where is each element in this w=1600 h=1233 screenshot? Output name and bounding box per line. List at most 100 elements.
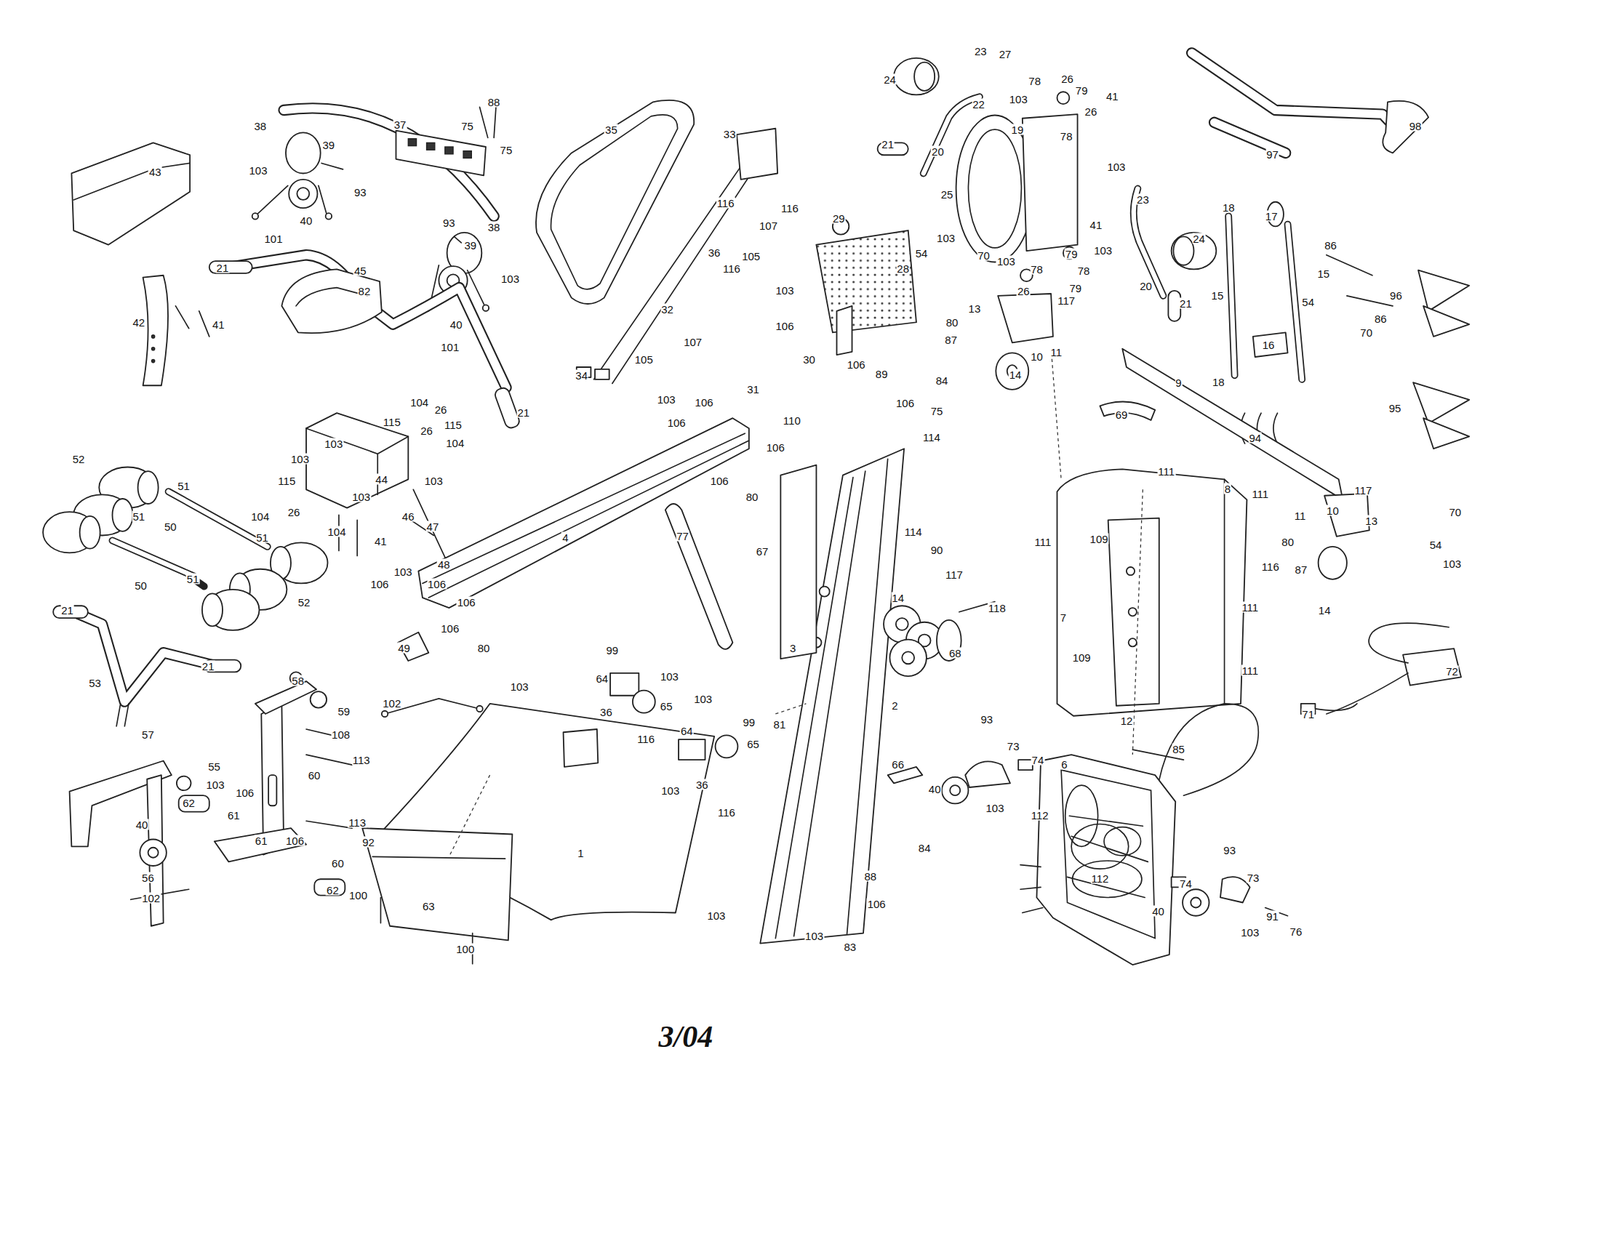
callout-number: 95	[1388, 402, 1403, 414]
callout-number: 45	[353, 264, 368, 276]
callout-number: 111	[1157, 466, 1176, 478]
belt	[1192, 53, 1429, 153]
callout-number: 83	[842, 941, 857, 953]
press-bar	[408, 138, 416, 147]
callout-number: 116	[722, 263, 742, 275]
upright	[665, 504, 734, 650]
pad-post	[143, 275, 168, 387]
resistance-unit	[1159, 704, 1259, 796]
callout-number: 72	[1445, 666, 1459, 678]
callout-number: 3	[789, 642, 797, 654]
rear-shroud	[1128, 608, 1137, 616]
callout-number: 103	[509, 681, 530, 693]
upright	[665, 448, 904, 944]
callout-number: 14	[890, 592, 905, 604]
callout-number: 58	[290, 674, 305, 686]
callout-number: 11	[1293, 509, 1307, 521]
callout-number: 73	[1006, 740, 1021, 752]
callout-number: 106	[426, 578, 447, 590]
seat-carriage	[338, 489, 450, 566]
callout-number: 48	[437, 558, 451, 570]
resistance-unit	[1061, 770, 1155, 939]
callout-number: 103	[804, 930, 824, 942]
callout-number: 106	[666, 416, 687, 428]
callout-number: 52	[72, 453, 86, 465]
callout-number: 103	[706, 909, 726, 921]
callout-number: 26	[1084, 105, 1099, 117]
press-bar	[480, 106, 496, 138]
callout-number: 65	[746, 738, 760, 750]
callout-number: 74	[1178, 878, 1193, 890]
arm-assembly	[995, 352, 1029, 390]
leg-bar	[116, 704, 129, 727]
callout-number: 104	[445, 437, 465, 448]
callout-number: 41	[211, 319, 226, 331]
press-bar	[395, 130, 486, 176]
upright	[760, 448, 904, 944]
resistance-unit	[965, 761, 1011, 788]
roller-pad	[138, 471, 159, 504]
callout-number: 66	[890, 758, 905, 770]
callout-number: 36	[599, 706, 614, 718]
resistance-unit	[941, 704, 1288, 966]
callout-number: 81	[773, 719, 787, 731]
callout-number: 21	[880, 138, 895, 150]
handles	[1423, 306, 1470, 337]
callout-number: 109	[1072, 651, 1092, 663]
front-stand	[69, 672, 353, 926]
resistance-unit	[1020, 865, 1043, 914]
callout-number: 64	[680, 725, 694, 736]
front-stand	[176, 776, 192, 792]
front-stand	[139, 840, 166, 867]
curl-bar	[209, 255, 521, 430]
callout-number: 15	[1210, 289, 1225, 301]
pad-post	[152, 347, 155, 351]
resistance-unit	[1072, 861, 1142, 899]
callout-number: 103	[774, 284, 795, 296]
roller-pad	[112, 540, 195, 576]
callout-number: 55	[207, 760, 222, 772]
callout-number: 4	[561, 532, 569, 544]
arm-assembly	[997, 293, 1054, 343]
arm-assembly	[877, 58, 1217, 390]
callout-number: 111	[1240, 601, 1259, 613]
callout-number: 88	[487, 96, 502, 108]
callout-number: 73	[1246, 872, 1261, 883]
callout-number: 106	[440, 623, 460, 635]
callout-number: 40	[299, 215, 314, 227]
arm-assembly	[1057, 91, 1070, 104]
callout-number: 106	[765, 441, 786, 453]
callout-number: 21	[60, 605, 75, 616]
callout-number: 30	[802, 353, 816, 365]
power-adapter	[1402, 648, 1462, 686]
callout-number: 115	[443, 418, 463, 430]
base-plate	[381, 711, 388, 718]
callout-number: 111	[1240, 664, 1259, 676]
callout-number: 85	[1171, 743, 1186, 755]
rail	[397, 418, 750, 662]
callout-number: 103	[248, 165, 268, 176]
callout-number: 20	[930, 145, 945, 157]
callout-number: 106	[369, 578, 390, 590]
callout-number: 116	[717, 806, 736, 818]
callout-number: 106	[285, 835, 305, 847]
front-stand	[178, 795, 210, 812]
callout-number: 112	[1090, 873, 1110, 885]
callout-number: 103	[936, 232, 956, 243]
resistance-unit	[1220, 877, 1251, 903]
callout-number: 14	[1008, 368, 1023, 380]
callout-number: 43	[148, 165, 163, 177]
upright	[819, 586, 830, 598]
press-bar	[283, 108, 494, 217]
callout-number: 6	[1060, 758, 1068, 770]
lever-arms	[1228, 216, 1235, 376]
callout-number: 34	[574, 370, 589, 382]
base-plate	[362, 673, 738, 965]
callout-number: 15	[1316, 268, 1331, 280]
callout-number: 90	[930, 544, 944, 556]
assembly-guide	[775, 704, 806, 715]
callout-number: 117	[1056, 294, 1076, 306]
callout-number: 39	[321, 139, 336, 151]
callout-number: 70	[1448, 506, 1462, 518]
callout-number: 106	[709, 474, 730, 486]
